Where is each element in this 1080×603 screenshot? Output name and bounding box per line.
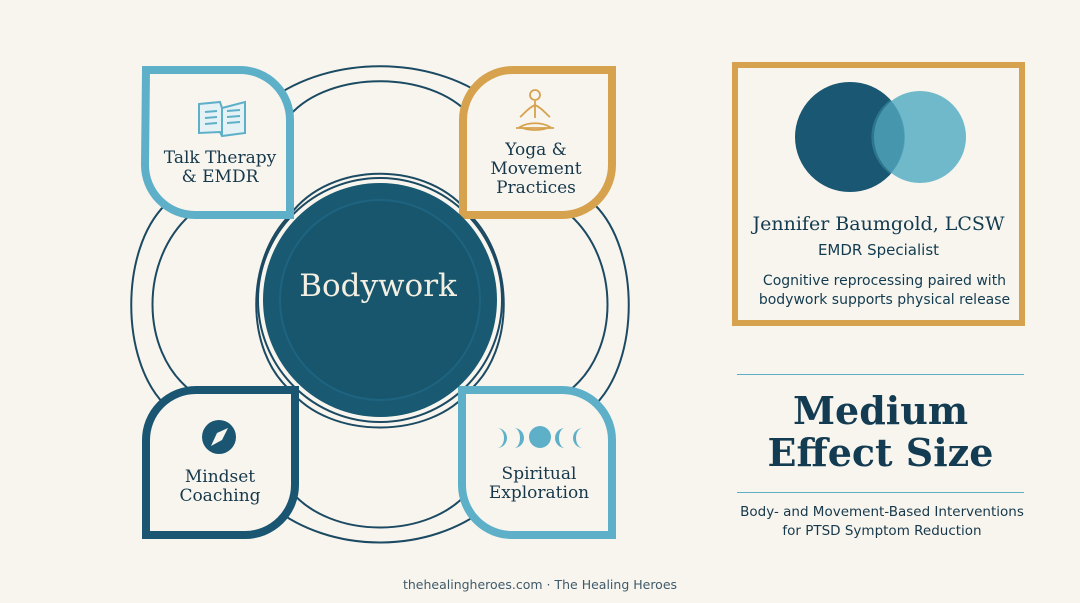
petal-label-talk-therapy: Talk Therapy & EMDR [163, 148, 277, 187]
venn-circle-left [795, 82, 905, 192]
divider-top [737, 374, 1024, 375]
specialist-role: EMDR Specialist [817, 241, 940, 259]
effect-size-subtitle: Body- and Movement-Based Interventions f… [740, 504, 1024, 539]
petal-talk-therapy [140, 66, 294, 219]
petal-yoga [459, 66, 616, 219]
center-label: Bodywork [299, 268, 457, 304]
specialist-name: Jennifer Baumgold, LCSW [752, 213, 1005, 235]
effect-size-headline: Medium Effect Size [767, 388, 994, 475]
open-book-icon [198, 100, 246, 138]
petal-label-spiritual: Spiritual Exploration [488, 464, 590, 503]
compass-icon [202, 420, 236, 454]
venn-overlap [871, 100, 905, 174]
petal-label-yoga: Yoga & Movement Practices [490, 140, 582, 198]
petal-mindset [142, 386, 299, 539]
center-circle-inner [279, 199, 481, 401]
petal-spiritual [458, 386, 616, 539]
specialist-description: Cognitive reprocessing paired with bodyw… [758, 273, 1011, 308]
connector-lines [130, 65, 630, 544]
specialist-card: Jennifer Baumgold, LCSW EMDR Specialist … [732, 62, 1025, 326]
divider-bottom [737, 492, 1024, 493]
meditation-figure-icon [516, 89, 554, 131]
moon-phases-icon [497, 426, 583, 448]
petal-label-mindset: Mindset Coaching [179, 467, 261, 506]
footer-credit: thehealingheroes.com · The Healing Heroe… [402, 577, 678, 592]
